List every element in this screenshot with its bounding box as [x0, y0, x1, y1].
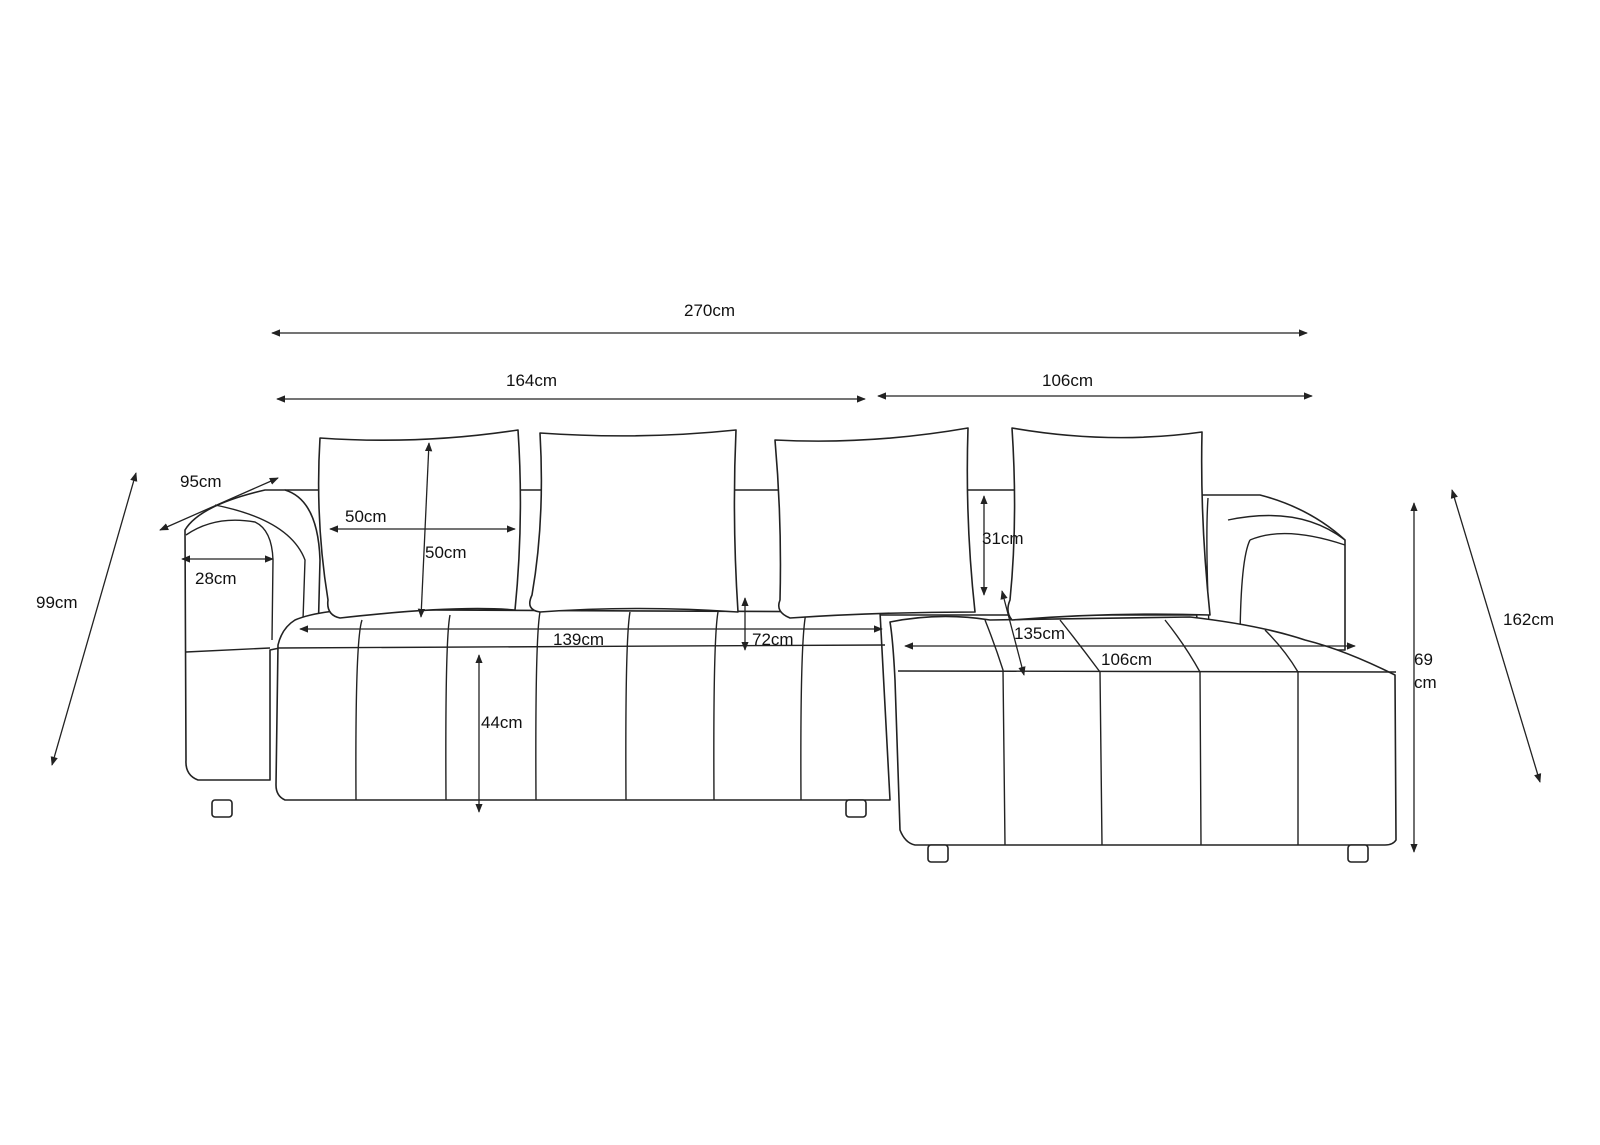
dimension-arrows [50, 329, 1542, 853]
pillow [774, 427, 976, 619]
pillow-height-label: 50cm [425, 543, 467, 562]
backrest-height-label: 72cm [752, 630, 794, 649]
height-value-label: 69 [1414, 650, 1433, 669]
pillow [1007, 427, 1211, 621]
seat-height-label: 44cm [481, 713, 523, 732]
seat-width-label: 139cm [553, 630, 604, 649]
diagonal-left-label: 99cm [36, 593, 78, 612]
pillow-width-label: 50cm [345, 507, 387, 526]
backrest-visible-label: 31cm [982, 529, 1024, 548]
chaise-depth-label: 135cm [1014, 624, 1065, 643]
pillow [529, 429, 739, 613]
arm-depth-label: 95cm [180, 472, 222, 491]
right-armrest [1184, 494, 1346, 651]
leg [211, 799, 233, 818]
height-unit-label: cm [1414, 673, 1437, 692]
chaise-seat-width-label: 106cm [1101, 650, 1152, 669]
arm-width-label: 28cm [195, 569, 237, 588]
diagonal-right-label: 162cm [1503, 610, 1554, 629]
main-section-width-label: 164cm [506, 371, 557, 390]
leg [845, 799, 867, 818]
total-width-label: 270cm [684, 301, 735, 320]
leg [1347, 844, 1369, 863]
chaise-section-width-label: 106cm [1042, 371, 1093, 390]
leg [927, 844, 949, 863]
